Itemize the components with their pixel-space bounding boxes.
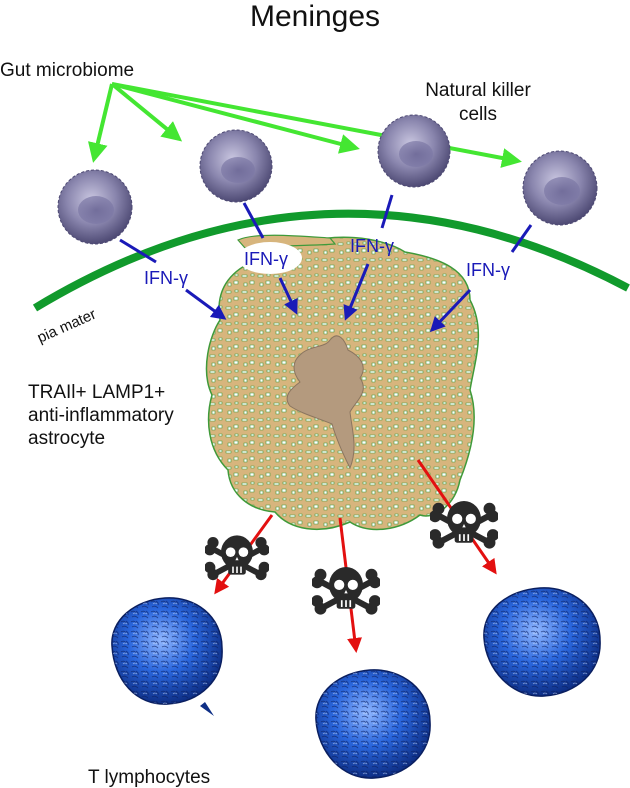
ifn-line-2 [242,202,265,239]
t-lymphocytes-label: T lymphocytes [88,767,210,788]
nk-cell-3 [377,114,451,188]
pia-mater-membrane [32,209,630,312]
ifn-line-1 [119,238,157,264]
ifn-gamma-label-2: IFN-γ [244,249,288,269]
pia-mater-label: pia mater [35,306,99,347]
ifn-arrow-2 [278,277,298,315]
t-cell-middle [315,669,431,779]
gut-microbiome-label: Gut microbiome [0,60,134,81]
ifn-label-bg-2 [238,242,302,274]
t-cell-left [111,597,223,716]
green-arrow-1 [88,83,114,163]
nk-cells-label-line1: Natural killer [425,80,531,101]
ifn-gamma-signals [119,194,533,333]
green-arrow-2 [110,82,183,142]
astrocyte-label-line3: astrocyte [28,428,105,449]
nk-cell-2 [199,129,273,203]
ifn-gamma-label-4: IFN-γ [466,260,510,280]
astrocyte-label-line2: anti-inflammatory [28,405,174,426]
skull-icon-right [430,501,498,549]
title: Meninges [250,0,380,33]
ifn-arrow-4 [429,288,472,333]
ifn-gamma-label-1: IFN-γ [144,268,188,288]
skull-icon-middle [312,567,380,615]
nk-cell-1 [57,169,133,245]
astrocyte-soma [286,335,364,470]
astrocyte-label-line1: TRAIl+ LAMP1+ [28,382,165,403]
t-cell-right [483,587,601,697]
ifn-arrow-3 [343,263,370,321]
ifn-arrow-1 [185,288,227,320]
nk-cells-label-line2: cells [459,104,497,125]
astrocyte [205,234,480,531]
ifn-line-3 [380,194,394,229]
skull-icon-left [205,535,269,581]
green-arrow-3 [111,82,360,154]
ifn-line-4 [510,224,533,253]
nk-cell-4 [522,150,598,226]
ifn-gamma-label-3: IFN-γ [350,236,394,256]
